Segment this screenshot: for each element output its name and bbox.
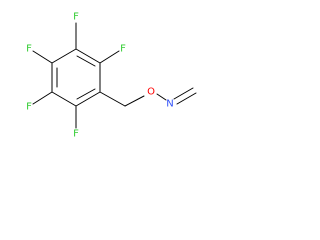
nitrogen-label: N <box>166 99 173 110</box>
fluorine-bottom-label: F <box>73 129 79 140</box>
aromatic-inner-bonds <box>56 55 96 100</box>
oxygen-label: O <box>147 87 155 98</box>
atom-labels: F F F F F O N <box>26 12 174 140</box>
fluorine-top-label: F <box>73 12 79 23</box>
fluorine-bonds <box>32 22 120 129</box>
n-ch2-double-bond <box>173 87 194 100</box>
ring-bond <box>75 48 101 64</box>
fluorine-upper-right-label: F <box>120 44 126 55</box>
ring-bond <box>51 91 77 107</box>
side-chain-bonds <box>99 87 197 107</box>
fluorine-lower-left-label: F <box>26 102 32 113</box>
molecule-structure-diagram: F F F F F O N <box>26 12 197 140</box>
ring-ch2-bond <box>99 91 126 107</box>
aromatic-bond <box>76 88 96 100</box>
aromatic-bond <box>76 55 96 67</box>
ring-bond <box>51 48 77 64</box>
ring-bond <box>75 91 101 107</box>
c-f-bond <box>99 50 120 64</box>
ch2-o-bond <box>124 95 145 107</box>
n-ch2-double-bond <box>176 92 197 105</box>
benzene-ring <box>51 48 101 107</box>
c-f-bond <box>32 91 53 105</box>
o-n-bond <box>156 93 167 101</box>
c-f-bond <box>32 50 53 64</box>
fluorine-upper-left-label: F <box>26 44 32 55</box>
